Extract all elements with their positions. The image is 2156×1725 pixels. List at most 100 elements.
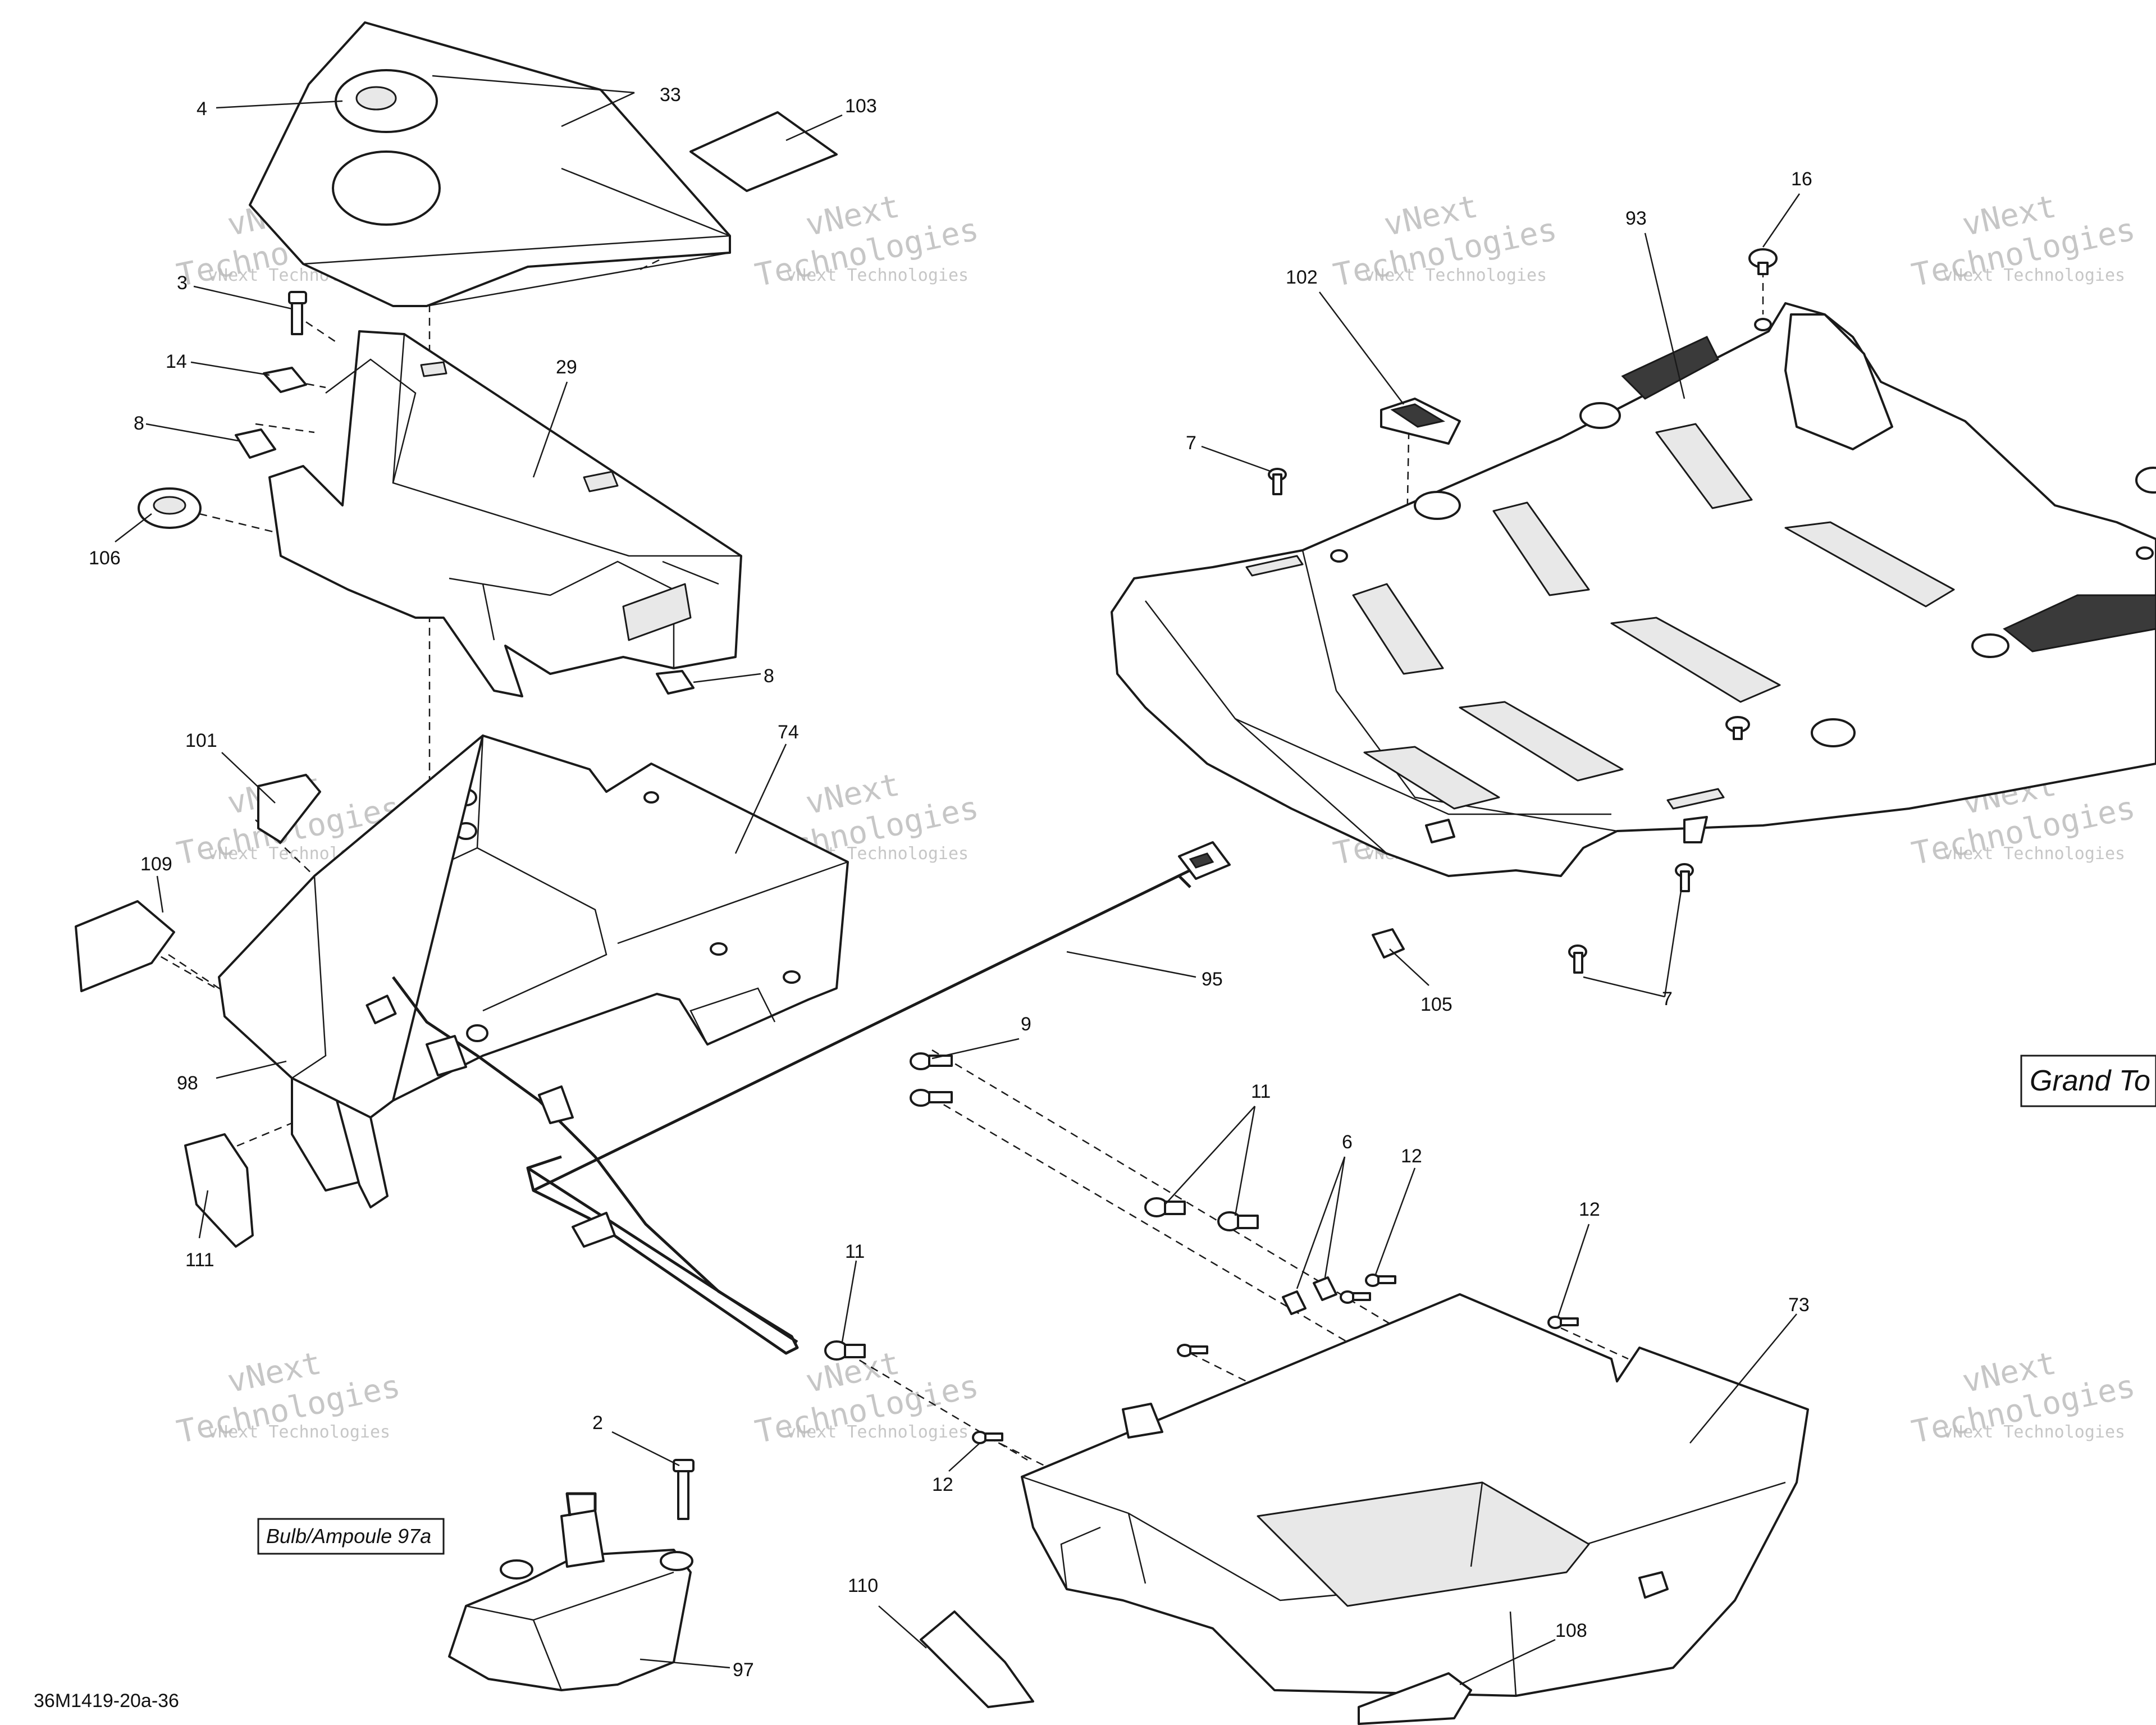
leader: [1583, 976, 1665, 998]
watermark: vNext Technologies vNext Technologies: [173, 1345, 403, 1451]
callout-111: 111: [185, 1249, 214, 1271]
grand-tour-label: Grand To: [2030, 1065, 2150, 1097]
label-108: [1358, 1672, 1472, 1725]
assembly-line: [988, 1436, 1045, 1467]
callout-74: 74: [778, 722, 799, 743]
clip-105: [1372, 928, 1405, 959]
clip-8-upper: [235, 428, 276, 459]
callout-2: 2: [592, 1412, 603, 1434]
leader: [948, 1443, 980, 1472]
leader: [785, 114, 843, 142]
grommet-106: [138, 487, 202, 529]
wire-harness-95: [392, 841, 1231, 1355]
callout-8: 8: [134, 413, 144, 434]
watermark: vNext Technologies vNext Technologies: [752, 188, 981, 294]
assembly-line: [255, 423, 315, 433]
callout-110: 110: [848, 1575, 878, 1596]
leader: [1324, 1156, 1346, 1278]
leader: [198, 1190, 209, 1239]
assembly-line: [931, 1049, 1393, 1326]
clip-8-lower: [656, 670, 695, 695]
watermark-small: vNext Technologies: [1943, 1422, 2125, 1442]
tail-light-97: [448, 1492, 693, 1691]
document-code: 36M1419-20a-36: [34, 1690, 179, 1712]
screw-12a: [1340, 1290, 1371, 1304]
callout-106: 106: [89, 547, 121, 569]
screw-7-lower-b: [1568, 944, 1587, 974]
leader: [841, 1260, 857, 1343]
floor-pan-93: [1111, 302, 2156, 877]
callout-11: 11: [1251, 1081, 1271, 1102]
leader: [193, 285, 293, 310]
callout-12-lower: 12: [932, 1474, 953, 1495]
callout-105: 105: [1420, 994, 1452, 1015]
callout-109: 109: [140, 854, 172, 875]
assembly-line: [224, 1122, 293, 1152]
callout-7-lower: 7: [1662, 988, 1673, 1010]
leader: [156, 875, 164, 913]
leader: [216, 1060, 287, 1079]
assembly-line: [1190, 1352, 1247, 1382]
leader: [1762, 193, 1801, 248]
watermark-small: vNext Technologies: [1364, 266, 1547, 285]
leader: [1066, 951, 1196, 978]
callout-12-right: 12: [1579, 1199, 1600, 1220]
callout-14: 14: [166, 351, 187, 372]
leader-lines: [115, 75, 1801, 1686]
assembly-line: [199, 513, 304, 540]
lower-tray-73: [1021, 1293, 1809, 1697]
callout-16: 16: [1791, 168, 1812, 190]
lower-panel-98: [218, 734, 484, 1208]
leader: [1374, 1167, 1416, 1275]
leader: [1644, 232, 1685, 399]
callout-9: 9: [1021, 1014, 1031, 1035]
label-sheet-103: [689, 111, 838, 192]
leader: [734, 743, 787, 854]
callout-103: 103: [845, 95, 877, 117]
leader: [532, 381, 568, 478]
leader: [1557, 1224, 1590, 1317]
callout-95: 95: [1202, 969, 1223, 990]
grand-tour-label-box: Grand To: [2020, 1055, 2156, 1107]
screw-2: [673, 1459, 695, 1520]
watermark: vNext Technologies vNext Technologies: [1330, 188, 1560, 294]
callout-3: 3: [177, 272, 188, 294]
label-101: [257, 774, 321, 843]
assembly-line: [931, 1097, 1348, 1343]
leader: [611, 1431, 680, 1467]
watermark-small: vNext Technologies: [1943, 266, 2125, 285]
leader: [1689, 1313, 1797, 1444]
rivet-11a: [1144, 1197, 1186, 1217]
callout-108: 108: [1555, 1620, 1587, 1641]
clip-14: [263, 367, 307, 393]
leader: [432, 75, 635, 94]
callout-33: 33: [660, 84, 681, 106]
watermark: vNext Technologies vNext Technologies: [1908, 188, 2138, 294]
leader: [115, 513, 152, 542]
leader: [878, 1605, 927, 1649]
leader: [1664, 887, 1683, 997]
label-111: [184, 1133, 254, 1248]
callout-73: 73: [1788, 1294, 1810, 1316]
callout-11-lower: 11: [845, 1241, 865, 1262]
nut-6a: [1282, 1290, 1307, 1315]
callout-102: 102: [1286, 267, 1318, 288]
screw-9b: [910, 1089, 953, 1107]
rivet-11b: [1217, 1211, 1259, 1231]
push-rivet-pan: [1725, 716, 1750, 740]
push-rivet-16: [1748, 248, 1778, 275]
callout-7: 7: [1186, 432, 1196, 454]
callout-93: 93: [1625, 208, 1647, 229]
console-29: [268, 330, 742, 697]
leader: [1234, 1106, 1256, 1216]
leader: [190, 361, 270, 376]
screw-7-lower-a: [1675, 863, 1694, 892]
callout-29: 29: [556, 357, 577, 378]
screw-12b: [1365, 1274, 1396, 1287]
leader: [561, 92, 635, 127]
leader: [145, 423, 239, 442]
watermark-small: vNext Technologies: [1943, 844, 2125, 864]
leader: [1389, 948, 1429, 986]
callout-8-lower: 8: [764, 665, 774, 687]
